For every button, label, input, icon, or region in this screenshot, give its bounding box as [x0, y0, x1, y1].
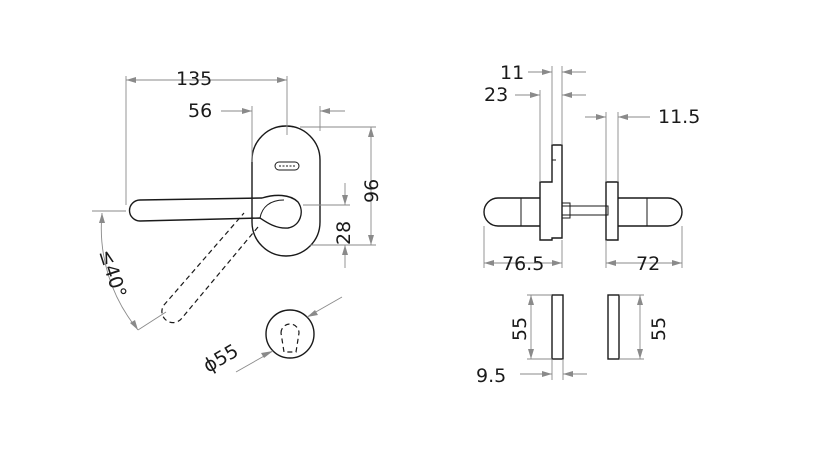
dim-55-right: 55	[648, 317, 670, 341]
cylinder-cutout-dashed	[280, 323, 300, 353]
dim-72: 72	[636, 253, 660, 275]
lever-rose-inner	[259, 199, 285, 219]
right-lever	[618, 197, 683, 227]
escutcheon-outline	[265, 309, 315, 359]
dim-angle: ≤40°	[94, 247, 130, 301]
dim-96: 96	[361, 179, 383, 203]
backplate-slot	[274, 161, 300, 171]
dim-56: 56	[188, 100, 212, 122]
right-escutcheon-profile	[607, 294, 620, 360]
left-rose	[539, 144, 563, 241]
dim-9-5: 9.5	[476, 365, 506, 387]
dim-11: 11	[500, 62, 524, 84]
left-escutcheon-profile	[551, 294, 564, 360]
front-view: 135 56 96 28 ≤40°	[92, 68, 383, 377]
dim-11-5: 11.5	[658, 106, 700, 128]
side-view: 11 23 11.5 76.5 72	[476, 62, 700, 387]
spindle	[561, 205, 609, 216]
dim-23: 23	[484, 84, 508, 106]
backplate-outline	[251, 125, 321, 257]
lever-handle	[128, 194, 302, 229]
dim-28: 28	[333, 221, 355, 245]
dim-55-left: 55	[509, 317, 531, 341]
left-lever	[483, 197, 540, 227]
right-rose	[605, 181, 619, 241]
lever-rotated-dashed	[161, 212, 259, 324]
dim-76-5: 76.5	[502, 253, 544, 275]
dim-135: 135	[176, 68, 212, 90]
